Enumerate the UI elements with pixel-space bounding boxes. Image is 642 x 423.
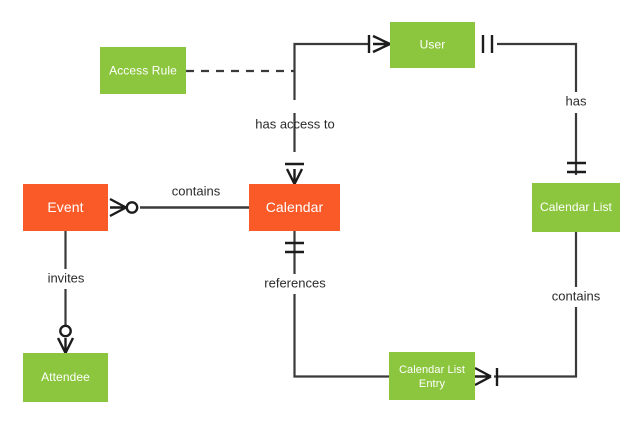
entity-access-rule[interactable]: Access Rule <box>100 47 186 94</box>
relationship-label-has-access-to: has access to <box>255 116 335 131</box>
entity-calendar-label: Calendar <box>266 199 324 215</box>
entity-attendee-label: Attendee <box>41 370 90 384</box>
notation-attendee-top-zero-or-many <box>56 324 75 354</box>
connector-user-has-access-to-calendar <box>293 42 370 152</box>
relationship-label-layer: has access to contains invites has conta… <box>48 93 601 303</box>
entity-layer: Access Rule User Event Calendar Calendar… <box>23 22 620 402</box>
entity-user-box[interactable] <box>390 22 475 68</box>
notation-calendar-bottom-one-and-only-one <box>285 241 304 254</box>
notation-user-right-one-and-only-one <box>481 35 494 53</box>
relationship-label-references: references <box>264 275 326 290</box>
entity-event[interactable]: Event <box>23 184 108 231</box>
relationship-label-invites: invites <box>48 270 85 285</box>
entity-calendar-list[interactable]: Calendar List <box>532 183 620 232</box>
connector-calendar-list-contains-entry <box>494 232 578 378</box>
entity-calendar-list-entry-label-line1: Calendar List <box>399 364 465 376</box>
relationship-label-contains-event-calendar: contains <box>172 183 221 198</box>
relationship-label-has: has <box>566 93 587 108</box>
notation-calendar-top-crowsfoot <box>285 162 304 185</box>
entity-user-label: User <box>420 38 446 52</box>
entity-calendar[interactable]: Calendar <box>249 184 340 231</box>
notation-calendar-list-top-one-and-only-one <box>567 161 586 174</box>
notation-user-left-crowsfoot <box>367 34 391 54</box>
entity-event-label: Event <box>47 199 83 215</box>
entity-attendee-box[interactable] <box>23 353 108 402</box>
cardinality-notation-layer <box>56 34 586 387</box>
entity-calendar-list-box[interactable] <box>532 183 620 232</box>
entity-attendee[interactable]: Attendee <box>23 353 108 402</box>
entity-access-rule-box[interactable] <box>100 47 186 94</box>
relationship-label-contains-calendar-list: contains <box>552 288 601 303</box>
connector-calendar-references-entry <box>293 231 389 378</box>
notation-event-right-zero-or-many <box>109 197 139 218</box>
entity-access-rule-label: Access Rule <box>109 64 177 78</box>
notation-entry-right-one-or-many <box>474 366 499 387</box>
entity-user[interactable]: User <box>390 22 475 68</box>
entity-event-box[interactable] <box>23 184 108 231</box>
entity-calendar-list-entry-box[interactable] <box>389 352 475 400</box>
entity-calendar-box[interactable] <box>249 184 340 231</box>
entity-calendar-list-entry-label-line2: Entry <box>419 378 446 390</box>
entity-calendar-list-entry[interactable]: Calendar List Entry <box>389 352 475 400</box>
connector-user-has-calendar-list <box>497 42 578 175</box>
entity-calendar-list-label: Calendar List <box>540 200 613 214</box>
